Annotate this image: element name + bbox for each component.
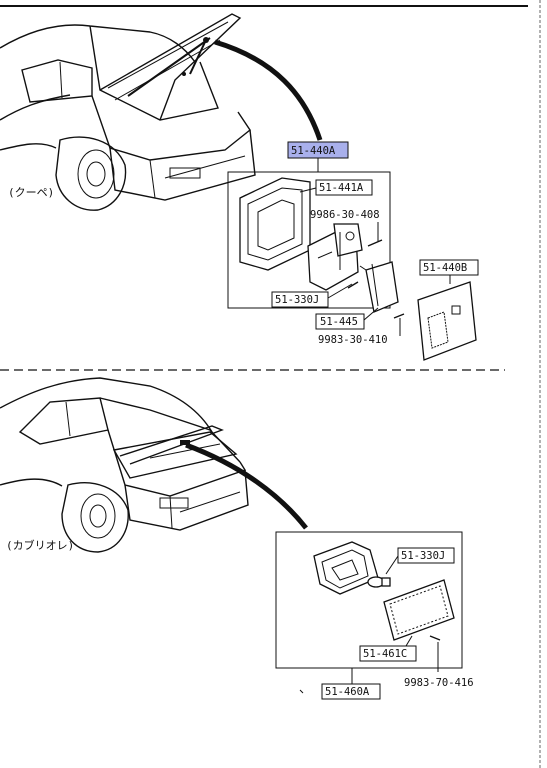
- part-label-9983-70-416[interactable]: 9983-70-416: [404, 677, 474, 689]
- screw-icon-3: [429, 635, 441, 641]
- svg-text:51-440A: 51-440A: [291, 145, 336, 157]
- coupe-model-label: (クーペ): [8, 186, 54, 199]
- pointer-arrow-bottom: [185, 442, 308, 530]
- lamp-housing-51-441a: [239, 177, 311, 271]
- lamp-housing-bottom: [313, 541, 379, 595]
- part-label-51-440a[interactable]: 51-440A: [287, 141, 349, 159]
- bulb-icon: [347, 281, 359, 289]
- bracket-51-445: [359, 261, 399, 313]
- part-label-51-330j-bottom[interactable]: 51-330J: [397, 547, 455, 564]
- svg-text:51-460A: 51-460A: [325, 686, 370, 698]
- part-label-51-330j-top[interactable]: 51-330J: [271, 291, 329, 308]
- svg-text:51-461C: 51-461C: [363, 648, 407, 660]
- part-label-51-445[interactable]: 51-445: [315, 313, 365, 330]
- lens-51-461c: [383, 579, 455, 641]
- svg-text:51-330J: 51-330J: [275, 294, 319, 306]
- bulb-icon-bottom: [367, 576, 391, 588]
- cabriolet-car-illustration: [0, 377, 249, 553]
- assembly-box-top: [227, 171, 391, 309]
- part-label-51-441a[interactable]: 51-441A: [315, 179, 373, 196]
- lens-51-440b: [417, 281, 477, 361]
- socket-bracket: [307, 223, 363, 291]
- part-label-51-440b[interactable]: 51-440B: [419, 259, 479, 276]
- cabriolet-model-label: (カブリオレ): [6, 538, 74, 552]
- screw-icon: [367, 239, 383, 247]
- assembly-box-bottom: [275, 531, 463, 669]
- svg-text:51-440B: 51-440B: [423, 262, 467, 274]
- svg-text:51-330J: 51-330J: [401, 550, 445, 562]
- svg-text:51-441A: 51-441A: [319, 182, 364, 194]
- screw-icon-2: [393, 313, 405, 319]
- part-label-9983-30-410[interactable]: 9983-30-410: [318, 334, 388, 346]
- svg-text:51-445: 51-445: [320, 316, 358, 328]
- part-label-51-461c[interactable]: 51-461C: [359, 645, 417, 662]
- part-label-51-460a[interactable]: 51-460A: [321, 683, 381, 700]
- part-label-9986-30-408[interactable]: 9986-30-408: [310, 209, 380, 221]
- coupe-car-illustration: [0, 13, 256, 211]
- pointer-arrow-top: [214, 39, 323, 141]
